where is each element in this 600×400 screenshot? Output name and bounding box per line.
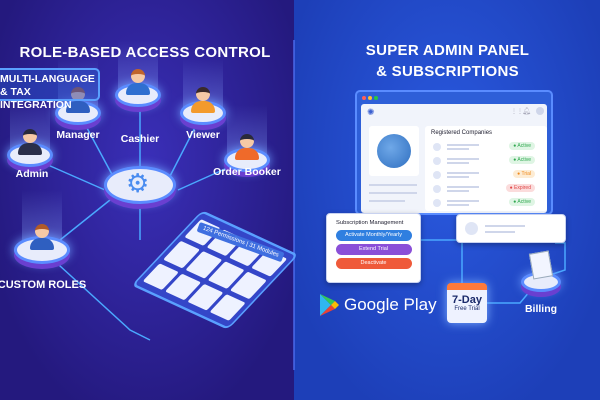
free-trial-calendar: 7-Day Free Trial <box>447 283 487 323</box>
multi-language-badge: MULTI-LANGUAGE & TAX INTEGRATION <box>0 68 100 111</box>
google-play[interactable]: Google Play <box>318 293 437 317</box>
registered-companies-heading: Registered Companies <box>431 130 493 136</box>
status-badge: ● Expired <box>505 184 535 192</box>
status-badge: ● Active <box>509 156 535 164</box>
company-avatar <box>433 157 441 165</box>
role-label: Manager <box>56 129 100 141</box>
trial-days: 7-Day <box>452 294 482 306</box>
info-card <box>456 214 566 243</box>
custom-role-avatar <box>30 224 54 250</box>
deactivate-button[interactable]: Deactivate <box>335 258 412 269</box>
hub-pedestal <box>104 166 176 204</box>
minimize-dot[interactable] <box>368 96 372 100</box>
billing-label: Billing <box>524 303 558 315</box>
admin-panel-window: ✺ ⋮⋮ 🔔︎ Registered Companies ● Active ● A… <box>355 90 553 215</box>
logo-icon: ✺ <box>367 107 375 117</box>
divider <box>293 40 295 370</box>
company-row[interactable]: ● Expired <box>433 184 541 197</box>
invoice-icon <box>528 250 554 280</box>
avatar[interactable] <box>536 107 544 115</box>
gear-icon: ⚙ <box>126 168 150 198</box>
badge-line-1: MULTI-LANGUAGE <box>0 73 95 85</box>
company-row[interactable]: ● Active <box>433 142 541 155</box>
subscription-management-card: Subscription Management Activate Monthly… <box>326 213 421 283</box>
google-play-label: Google Play <box>344 295 437 314</box>
role-label: Cashier <box>120 133 160 145</box>
role-label: Admin <box>15 168 49 180</box>
company-avatar <box>433 185 441 193</box>
registered-companies-card: Registered Companies ● Active ● Active ● T… <box>425 126 547 211</box>
order-booker-avatar <box>235 134 259 160</box>
status-badge: ● Active <box>509 198 535 206</box>
activate-button[interactable]: Activate Monthly/Yearly <box>335 230 412 241</box>
role-label: Order Booker <box>213 166 281 178</box>
badge-line-2: & TAX INTEGRATION <box>0 86 72 111</box>
status-badge: ● Active <box>509 142 535 150</box>
company-avatar <box>433 143 441 151</box>
company-avatar <box>433 199 441 207</box>
admin-avatar <box>18 129 42 155</box>
maximize-dot[interactable] <box>374 96 378 100</box>
globe-icon <box>377 134 411 168</box>
custom-roles-label: CUSTOM ROLES <box>0 279 87 291</box>
title-line-2: & SUBSCRIPTIONS <box>376 63 519 80</box>
status-badge: ● Trial <box>513 170 535 178</box>
extend-trial-button[interactable]: Extend Trial <box>335 244 412 255</box>
super-admin-title: SUPER ADMIN PANEL & SUBSCRIPTIONS <box>300 40 595 82</box>
grid-icon[interactable]: ⋮⋮ <box>511 109 523 115</box>
bell-icon[interactable]: 🔔︎ <box>522 108 531 115</box>
close-dot[interactable] <box>362 96 366 100</box>
cashier-avatar <box>126 69 150 95</box>
globe-card <box>369 126 419 176</box>
trial-label: Free Trial <box>454 306 480 312</box>
title-line-1: SUPER ADMIN PANEL <box>365 42 530 59</box>
company-row[interactable]: ● Trial <box>433 170 541 183</box>
company-row[interactable]: ● Active <box>433 156 541 169</box>
role-label: Viewer <box>186 129 220 141</box>
company-avatar <box>433 171 441 179</box>
google-play-icon <box>320 294 339 316</box>
viewer-avatar <box>191 87 215 113</box>
subscription-heading: Subscription Management <box>336 220 404 226</box>
rbac-title: ROLE-BASED ACCESS CONTROL <box>19 44 271 61</box>
company-row[interactable]: ● Active <box>433 198 541 211</box>
